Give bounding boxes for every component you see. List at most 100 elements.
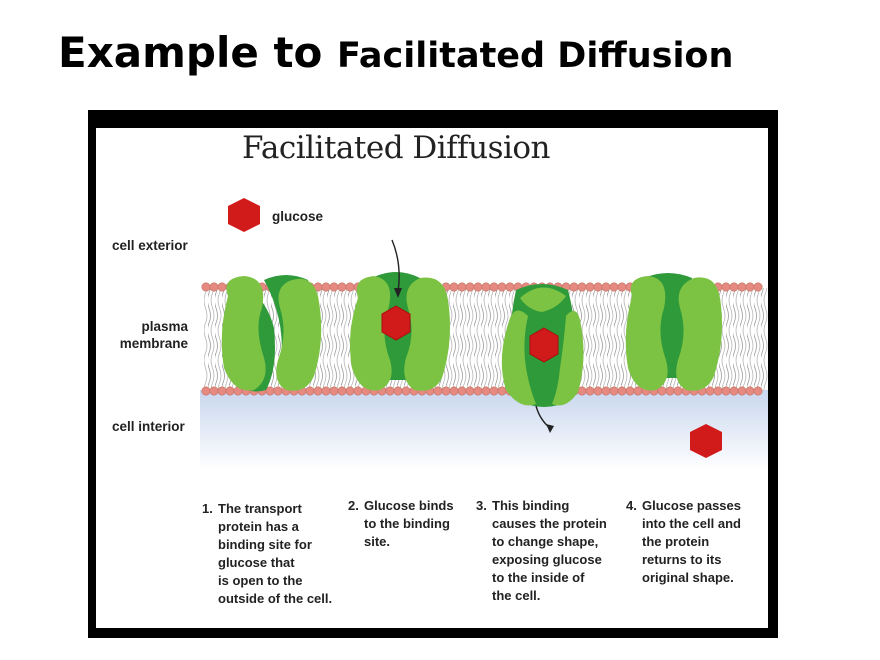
lipid-head-inner [465, 386, 475, 396]
lipid-head-outer [321, 282, 331, 292]
step-2: 2. Glucose binds to the binding site. [348, 497, 454, 551]
lipid-head-outer [569, 282, 579, 292]
lipid-head-inner [305, 386, 315, 396]
lipid-head-inner [433, 386, 443, 396]
lipid-head-inner [457, 386, 467, 396]
step-1-number: 1. [202, 501, 213, 516]
lipid-head-outer [481, 282, 491, 292]
lipid-head-outer [345, 282, 355, 292]
lipid-head-inner [713, 386, 723, 396]
lipid-head-inner [737, 386, 747, 396]
lipid-head-outer [209, 282, 219, 292]
cell-interior-region [200, 390, 768, 470]
lipid-head-inner [481, 386, 491, 396]
lipid-head-inner [201, 386, 211, 396]
lipid-head-inner [753, 386, 763, 396]
slide-title: Example to Facilitated Diffusion [58, 28, 733, 77]
lipid-head-inner [393, 386, 403, 396]
glucose-molecule-legend [228, 198, 260, 232]
arrow-head-entering [394, 288, 402, 298]
lipid-head-inner [489, 386, 499, 396]
lipid-head-inner [401, 386, 411, 396]
lipid-head-inner [673, 386, 683, 396]
lipid-head-inner [353, 386, 363, 396]
lipid-head-inner [617, 386, 627, 396]
lipid-head-outer [721, 282, 731, 292]
diagram-title: Facilitated Diffusion [241, 130, 551, 166]
step-4: 4. Glucose passes into the cell and the p… [626, 497, 741, 587]
step-4-number: 4. [626, 498, 637, 513]
cell-interior-label: cell interior [112, 419, 185, 434]
step-1-text: The transport protein has a binding site… [218, 501, 333, 606]
lipid-head-outer [617, 282, 627, 292]
step-3: 3. This binding causes the protein to cha… [476, 497, 607, 605]
lipid-head-outer [217, 282, 227, 292]
lipid-head-inner [473, 386, 483, 396]
lipid-head-outer [201, 282, 211, 292]
diagram-frame: Facilitated Diffusion glucose cell exter… [88, 110, 778, 638]
lipid-head-inner [633, 386, 643, 396]
lipid-head-inner [273, 386, 283, 396]
lipid-head-inner [209, 386, 219, 396]
lipid-head-outer [473, 282, 483, 292]
slide-title-part1: Example to [58, 28, 338, 77]
lipid-head-inner [265, 386, 275, 396]
lipid-head-inner [225, 386, 235, 396]
lipid-head-inner [601, 386, 611, 396]
lipid-head-inner [609, 386, 619, 396]
diagram-panel: Facilitated Diffusion glucose cell exter… [96, 128, 768, 628]
lipid-head-inner [345, 386, 355, 396]
step-1: 1. The transport protein has a binding si… [202, 500, 332, 608]
glucose-molecule-exposed [529, 327, 559, 363]
slide-title-part2: Facilitated Diffusion [337, 36, 734, 76]
transport-protein-4 [625, 273, 722, 391]
lipid-head-inner [441, 386, 451, 396]
glucose-molecule-inside [690, 424, 722, 458]
lipid-head-outer [337, 282, 347, 292]
lipid-head-inner [593, 386, 603, 396]
glucose-molecule-bound [381, 305, 411, 341]
lipid-head-outer [601, 282, 611, 292]
arrow-head-exiting [546, 424, 554, 433]
lipid-head-outer [593, 282, 603, 292]
arrow-glucose-entering [391, 239, 400, 293]
lipid-head-outer [505, 282, 515, 292]
lipid-head-outer [457, 282, 467, 292]
lipid-head-inner [665, 386, 675, 396]
lipid-head-inner [625, 386, 635, 396]
lipid-head-outer [329, 282, 339, 292]
transport-protein-1 [221, 275, 322, 392]
lipid-head-outer [489, 282, 499, 292]
lipid-head-inner [329, 386, 339, 396]
lipid-head-outer [729, 282, 739, 292]
lipid-head-inner [721, 386, 731, 396]
lipid-head-outer [497, 282, 507, 292]
lipid-head-inner [449, 386, 459, 396]
lipid-head-inner [385, 386, 395, 396]
lipid-head-inner [337, 386, 347, 396]
step-3-text: This binding causes the protein to chang… [492, 498, 607, 603]
lipid-head-inner [313, 386, 323, 396]
step-3-number: 3. [476, 498, 487, 513]
lipid-head-outer [577, 282, 587, 292]
step-2-text: Glucose binds to the binding site. [364, 498, 454, 549]
lipid-head-inner [497, 386, 507, 396]
lipid-head-inner [321, 386, 331, 396]
lipid-head-inner [585, 386, 595, 396]
lipid-head-outer [585, 282, 595, 292]
glucose-label: glucose [272, 209, 324, 224]
lipid-head-outer [745, 282, 755, 292]
lipid-head-inner [745, 386, 755, 396]
lipid-head-inner [729, 386, 739, 396]
step-2-number: 2. [348, 498, 359, 513]
cell-exterior-label: cell exterior [112, 238, 188, 253]
lipid-head-outer [609, 282, 619, 292]
lipid-head-outer [737, 282, 747, 292]
lipid-head-outer [465, 282, 475, 292]
step-4-text: Glucose passes into the cell and the pro… [642, 498, 741, 585]
lipid-head-inner [217, 386, 227, 396]
plasma-membrane-label: plasma membrane [119, 319, 188, 351]
membrane-illustration [200, 198, 768, 470]
lipid-head-outer [753, 282, 763, 292]
lipid-head-outer [449, 282, 459, 292]
